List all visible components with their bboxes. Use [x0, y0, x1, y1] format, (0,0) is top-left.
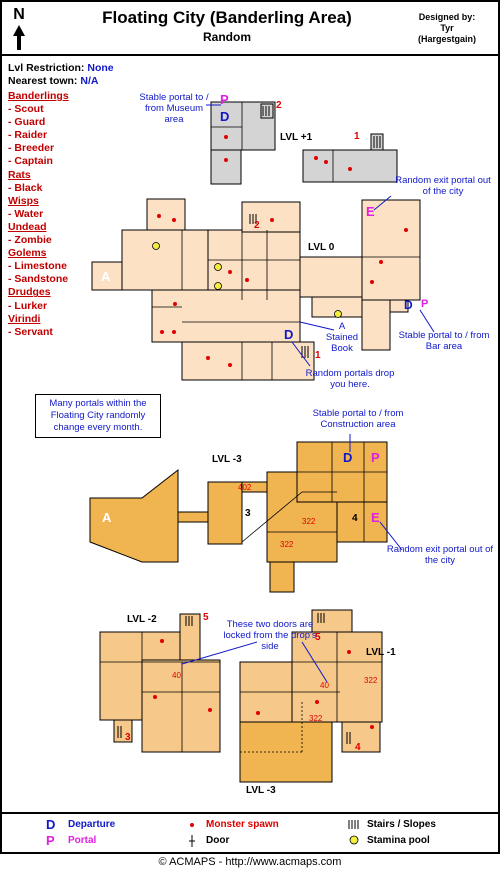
legend-stamina-label: Stamina pool: [367, 835, 430, 846]
stair-number-1-zero: 1: [315, 350, 321, 361]
monster-item: - Sandstone: [8, 273, 69, 286]
annotation-exit-top: Random exit portal out of the city: [395, 175, 491, 197]
legend-portal-label: Portal: [68, 835, 97, 846]
annotation-locked-doors: These two doors are locked from the drop…: [223, 619, 317, 652]
legend-stairs-icon: [348, 820, 359, 829]
map-title: Floating City (Banderling Area): [102, 8, 352, 27]
level-label-zero: LVL 0: [308, 242, 335, 253]
monster-category: Virindi: [8, 312, 41, 325]
monster-item: - Breeder: [8, 142, 55, 155]
stamina-pool-markers: [152, 242, 342, 318]
monster-item: - Water: [8, 207, 44, 220]
monster-item: - Guard: [8, 116, 46, 129]
departure-marker-bar: D: [404, 298, 413, 312]
level-label-minus1: LVL -1: [366, 647, 396, 658]
legend-departure-icon: D: [46, 817, 56, 832]
monster-list: Banderlings- Scout- Guard- Raider- Breed…: [8, 90, 69, 339]
annotation-exit-mid: Random exit portal out of the city: [386, 544, 494, 566]
annotation-leaders: [181, 104, 435, 683]
monster-category: Wisps: [8, 194, 39, 207]
map-legend: D Departure P Portal Monster spawn Door …: [2, 814, 498, 852]
north-compass: N: [8, 6, 30, 54]
nearest-town: N/A: [80, 75, 99, 87]
annotation-random-drop: Random portals drop you here.: [305, 368, 395, 390]
departure-marker-drop: D: [284, 327, 294, 342]
legend-door-label: Door: [206, 835, 230, 846]
legend-stairs-label: Stairs / Slopes: [367, 819, 436, 830]
room-number: 322: [364, 676, 378, 685]
monster-item: - Zombie: [8, 234, 52, 247]
monster-item: - Lurker: [8, 299, 48, 312]
monster-item: - Servant: [8, 325, 53, 338]
monster-item: - Limestone: [8, 260, 67, 273]
level-label-plus1: LVL +1: [280, 132, 313, 143]
map-subtitle: Random: [203, 30, 251, 44]
legend-divider: [2, 812, 498, 814]
monster-category: Banderlings: [8, 90, 69, 102]
monster-spawn-markers: [153, 135, 408, 729]
stair-number-5-minus2: 5: [203, 612, 209, 623]
legend-portal-icon: P: [46, 833, 55, 848]
departure-marker-construction: D: [343, 450, 353, 465]
area-info: Lvl Restriction: None Nearest town: N/A: [8, 62, 114, 87]
level-label-minus3-bottom: LVL -3: [246, 785, 276, 796]
legend-spawn-label: Monster spawn: [206, 819, 279, 830]
exit-marker-top: E: [366, 204, 375, 219]
stair-number-3-minus2: 3: [125, 732, 131, 743]
monster-item: - Scout: [8, 103, 44, 116]
designer-credit: Designed by: Tyr (Hargestgain): [417, 12, 476, 44]
level-label-minus3-top: LVL -3: [212, 454, 242, 465]
annotation-bar-portal: Stable portal to / from Bar area: [398, 330, 490, 352]
annotation-museum-portal: Stable portal to / from Museum area: [139, 92, 209, 125]
room-number: 402: [238, 483, 252, 492]
portal-note: Many portals within the Floating City ra…: [35, 394, 161, 438]
exit-marker-mid: E: [371, 510, 380, 525]
level-minus2-rooms: [99, 613, 221, 753]
footer-credit: © ACMAPS - http://www.acmaps.com: [158, 856, 342, 868]
legend-spawn-icon: [190, 823, 194, 827]
room-number: 322: [309, 714, 323, 723]
monster-category: Undead: [8, 220, 47, 233]
room-number: 40: [172, 671, 181, 680]
room-number: 322: [280, 540, 294, 549]
area-a-marker-bottom: A: [102, 510, 112, 525]
monster-category: Drudges: [8, 286, 51, 299]
stair-number-3-minus3: 3: [245, 508, 251, 519]
stair-number-1-plus1: 1: [354, 131, 360, 142]
room-number: 322: [302, 517, 316, 526]
legend-departure-label: Departure: [68, 819, 116, 830]
level-zero-rooms: [91, 198, 421, 381]
monster-item: - Captain: [8, 155, 53, 168]
stair-number-2-plus1: 2: [276, 100, 282, 111]
area-a-marker-top: A: [101, 269, 111, 284]
monster-item: - Raider: [8, 129, 48, 142]
header-divider: [2, 54, 498, 56]
annotation-construction-portal: Stable portal to / from Construction are…: [312, 408, 404, 430]
level-label-minus2: LVL -2: [127, 614, 157, 625]
portal-marker-bar: P: [421, 298, 429, 310]
departure-marker-museum: D: [220, 109, 230, 124]
level-restriction: None: [87, 62, 114, 74]
monster-item: - Black: [8, 181, 43, 194]
legend-stamina-icon: [349, 835, 359, 845]
stair-number-4-minus3: 4: [352, 513, 358, 524]
monster-category: Golems: [8, 247, 47, 260]
legend-door-icon: [189, 835, 195, 847]
annotation-stained-book: A Stained Book: [325, 321, 359, 354]
monster-category: Rats: [8, 168, 31, 181]
map-frame: N Floating City (Banderling Area) Random…: [0, 0, 500, 854]
north-arrow-icon: [13, 25, 25, 50]
portal-marker-museum: P: [220, 92, 229, 107]
portal-marker-construction: P: [371, 450, 380, 465]
stair-number-4-minus1: 4: [355, 742, 361, 753]
stair-number-5-minus1: 5: [315, 632, 321, 643]
stair-number-2-zero: 2: [254, 220, 260, 231]
level-plus1-rooms: [210, 101, 398, 185]
dungeon-map: [89, 101, 435, 783]
room-number: 40: [320, 681, 329, 690]
